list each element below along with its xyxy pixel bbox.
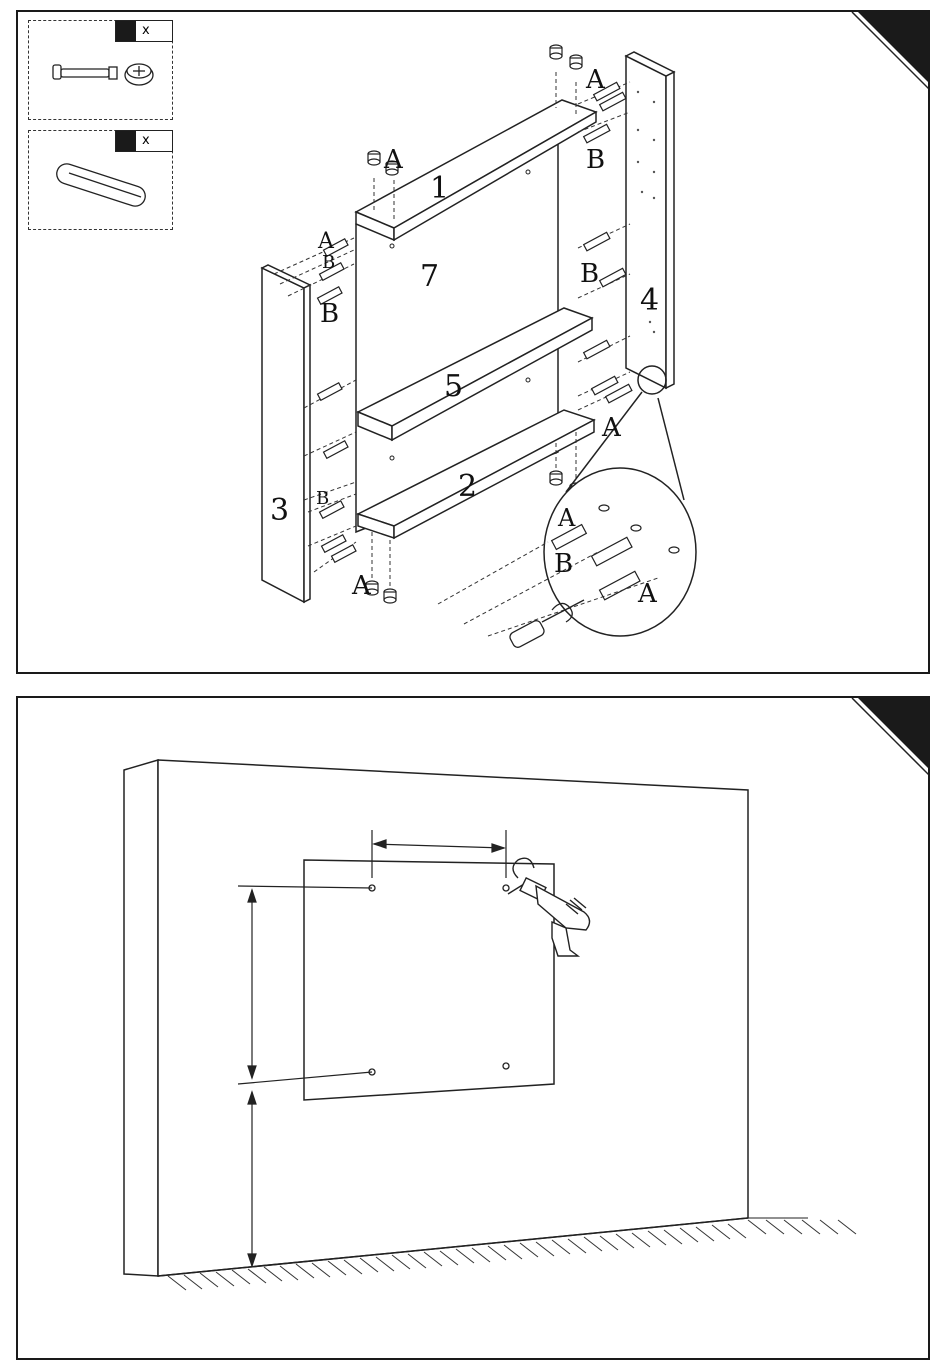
label-fitting-a: A <box>601 413 622 443</box>
label-fitting-a: A <box>585 65 606 95</box>
step-1-labels: 1 2 3 4 5 7 A A A A A A A B B B B B B <box>18 12 930 674</box>
label-fitting-b: B <box>580 259 599 289</box>
label-fitting-b: B <box>320 299 339 329</box>
label-part-5: 5 <box>444 369 463 404</box>
label-fitting-a: A <box>351 571 372 601</box>
label-fitting-b: B <box>554 549 573 579</box>
label-fitting-b: B <box>322 252 335 273</box>
label-fitting-a: A <box>637 579 658 609</box>
step-2-drawing <box>18 698 930 1360</box>
label-part-3: 3 <box>270 493 289 528</box>
label-fitting-a: A <box>557 504 576 532</box>
label-fitting-a: A <box>317 229 335 254</box>
corner-tab <box>858 698 930 772</box>
label-fitting-b: B <box>316 488 329 509</box>
label-part-7: 7 <box>420 259 439 294</box>
step-2-panel <box>16 696 930 1360</box>
step-1-panel: x x 1 2 3 4 5 <box>16 10 930 674</box>
label-part-1: 1 <box>430 171 449 206</box>
label-fitting-b: B <box>586 145 605 175</box>
label-part-4: 4 <box>640 283 659 318</box>
cabinet-outline <box>304 860 554 1100</box>
label-fitting-a: A <box>383 145 404 175</box>
label-part-2: 2 <box>458 469 477 504</box>
